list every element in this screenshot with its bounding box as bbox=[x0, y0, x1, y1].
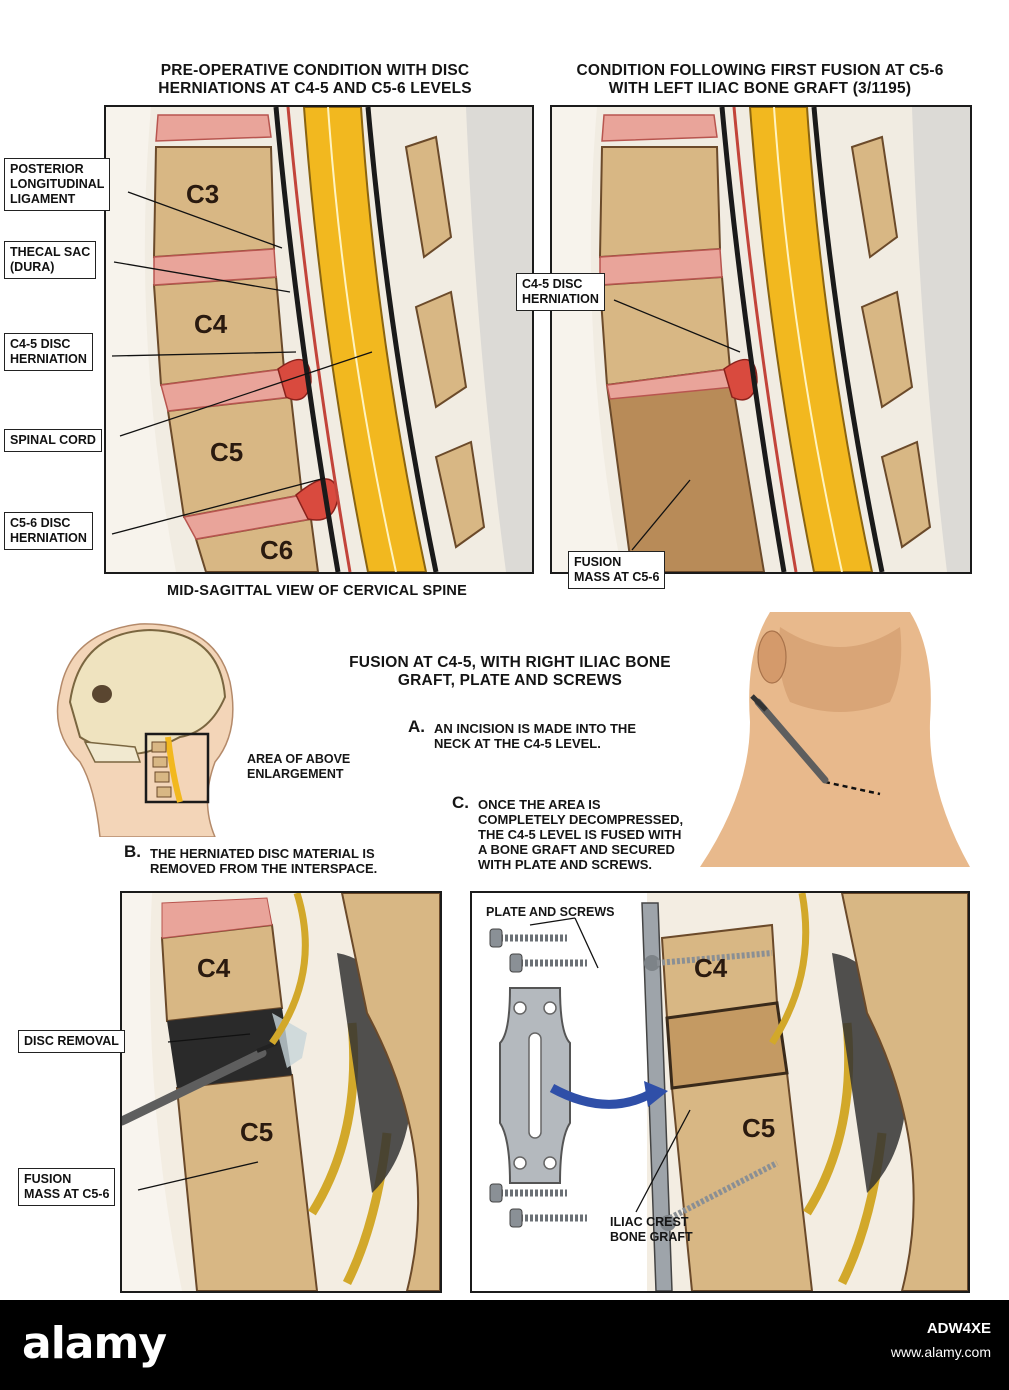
head-area-label: AREA OF ABOVE ENLARGEMENT bbox=[247, 752, 351, 781]
preop-spine-illustration bbox=[106, 107, 532, 572]
plate-screws-label: PLATE AND SCREWS bbox=[486, 905, 615, 919]
step-c: C. ONCE THE AREA IS COMPLETELY DECOMPRES… bbox=[452, 793, 742, 872]
head-profile-illustration bbox=[40, 612, 240, 838]
step-b-text: THE HERNIATED DISC MATERIAL IS REMOVED F… bbox=[150, 846, 378, 876]
step-c-letter: C. bbox=[452, 793, 469, 812]
footer-url: www.alamy.com bbox=[890, 1344, 991, 1360]
plate-c4-label: C4 bbox=[694, 953, 728, 983]
watermark-footer: alamy ADW4XE www.alamy.com bbox=[0, 1300, 1009, 1390]
step-a: A. AN INCISION IS MADE INTO THE NECK AT … bbox=[408, 717, 708, 751]
step-a-letter: A. bbox=[408, 717, 425, 736]
removal-fusion-mass-label: FUSION MASS AT C5-6 bbox=[18, 1168, 116, 1206]
preop-caption: MID-SAGITTAL VIEW OF CERVICAL SPINE bbox=[167, 583, 467, 599]
removal-c5-label: C5 bbox=[240, 1117, 274, 1147]
preop-title: PRE-OPERATIVE CONDITION WITH DISC HERNIA… bbox=[158, 62, 472, 97]
step-b: B. THE HERNIATED DISC MATERIAL IS REMOVE… bbox=[124, 842, 444, 876]
first-fusion-spine-illustration bbox=[552, 107, 970, 572]
first-fusion-panel bbox=[550, 105, 972, 574]
plate-panel: C4 C5 PLATE AND SCREWS ILIAC CREST BONE … bbox=[470, 891, 970, 1293]
disc-removal-label: DISC REMOVAL bbox=[18, 1030, 125, 1053]
iliac-graft-label: ILIAC CREST BONE GRAFT bbox=[610, 1215, 693, 1244]
removal-c4-label: C4 bbox=[197, 953, 231, 983]
preop-panel: C3 C4 C5 C6 bbox=[104, 105, 534, 574]
first-fusion-mass-label: FUSION MASS AT C5-6 bbox=[568, 551, 666, 589]
procedure-title: FUSION AT C4-5, WITH RIGHT ILIAC BONE GR… bbox=[349, 654, 671, 689]
preop-c56-herniation-label: C5-6 DISC HERNIATION bbox=[4, 512, 93, 550]
disc-removal-panel: C4 C5 bbox=[120, 891, 442, 1293]
preop-c6-label: C6 bbox=[260, 535, 294, 565]
step-b-letter: B. bbox=[124, 842, 141, 861]
step-c-text: ONCE THE AREA IS COMPLETELY DECOMPRESSED… bbox=[478, 797, 684, 872]
alamy-logo: alamy bbox=[22, 1318, 167, 1369]
thecal-sac-label: THECAL SAC (DURA) bbox=[4, 241, 97, 279]
preop-c3-label: C3 bbox=[186, 179, 220, 209]
step-a-text: AN INCISION IS MADE INTO THE NECK AT THE… bbox=[434, 721, 636, 751]
preop-c45-herniation-label: C4-5 DISC HERNIATION bbox=[4, 333, 93, 371]
disc-removal-illustration bbox=[122, 893, 440, 1291]
image-id: ADW4XE bbox=[926, 1320, 991, 1337]
plate-graft-illustration bbox=[472, 893, 968, 1291]
spinal-cord-label: SPINAL CORD bbox=[4, 429, 102, 452]
first-fusion-title: CONDITION FOLLOWING FIRST FUSION AT C5-6… bbox=[576, 62, 944, 97]
first-fusion-c45-herniation-label: C4-5 DISC HERNIATION bbox=[516, 273, 605, 311]
pll-label: POSTERIOR LONGITUDINAL LIGAMENT bbox=[4, 158, 111, 211]
preop-c5-label: C5 bbox=[210, 437, 244, 467]
neck-incision-illustration bbox=[700, 612, 970, 867]
plate-c5-label: C5 bbox=[742, 1113, 776, 1143]
preop-c4-label: C4 bbox=[194, 309, 228, 339]
